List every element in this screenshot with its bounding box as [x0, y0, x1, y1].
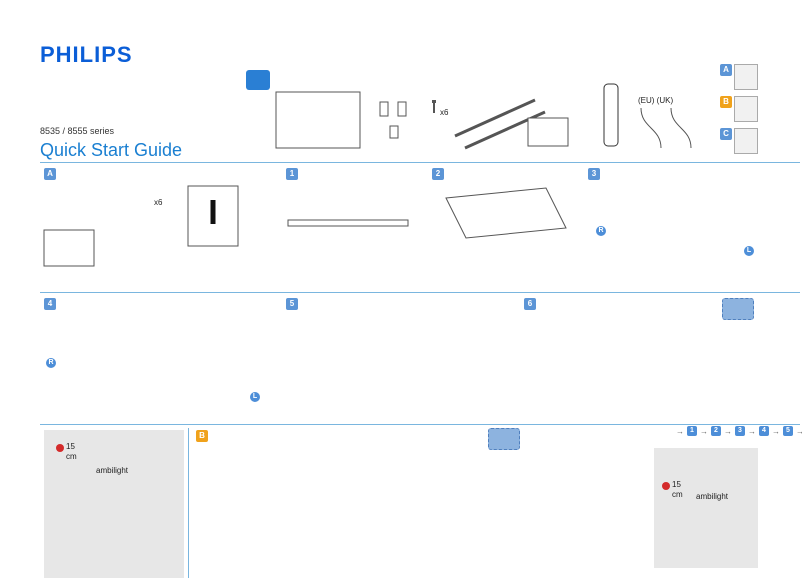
- step-7-distance-dot: [56, 444, 64, 452]
- step-4-left-marker: L: [250, 392, 260, 402]
- sequence-step-3: 3: [735, 426, 745, 436]
- box-lift-illustration: [187, 185, 239, 247]
- step-1-badge: 1: [286, 168, 298, 180]
- screw-icon: [432, 100, 436, 113]
- section-a-badge: A: [44, 168, 56, 180]
- side-tab-b: B: [720, 96, 732, 108]
- step-2-badge: 2: [432, 168, 444, 180]
- step-7-logo: ambilight: [96, 466, 129, 475]
- step-4-right-marker: R: [46, 358, 56, 368]
- step-7-unit: cm: [66, 452, 77, 461]
- final-distance-dot: [662, 482, 670, 490]
- step-7-room: [44, 430, 184, 578]
- step-1-illustration: [287, 219, 409, 227]
- two-person-icon: [722, 298, 754, 320]
- divider-top: [40, 162, 800, 163]
- step-2-illustration: [445, 187, 567, 239]
- manual-illustration: [527, 117, 569, 147]
- brand-logo: PHILIPS: [40, 42, 133, 67]
- series-label: 8535 / 8555 series: [40, 126, 115, 136]
- divider-lower: [40, 424, 800, 425]
- divider-middle: [40, 292, 800, 293]
- power-cords-illustration: [640, 107, 692, 149]
- final-logo: ambilight: [696, 492, 729, 501]
- step-3-left-marker: L: [744, 246, 754, 256]
- divider-vertical-b: [188, 428, 189, 578]
- side-tab-a: A: [720, 64, 732, 76]
- step-5-badge: 5: [286, 298, 298, 310]
- section-b-two-person-icon: [488, 428, 520, 450]
- sequence-step-5: 5: [783, 426, 793, 436]
- plug-labels: (EU) (UK): [638, 96, 674, 105]
- step-4-badge: 4: [44, 298, 56, 310]
- final-distance: 15: [672, 480, 681, 489]
- tv-panel-illustration: [275, 91, 361, 149]
- sequence-step-4: 4: [759, 426, 769, 436]
- step-6-badge: 6: [524, 298, 536, 310]
- page-title: Quick Start Guide: [40, 140, 183, 160]
- section-b-badge: B: [196, 430, 208, 442]
- sequence-step-1: 1: [687, 426, 697, 436]
- section-a-screw-count: x6: [154, 198, 163, 207]
- side-panel-b: [734, 96, 758, 122]
- side-tab-c: C: [720, 128, 732, 140]
- side-panel-c: [734, 128, 758, 154]
- remote-control-illustration: [603, 83, 619, 147]
- step-3-right-marker: R: [596, 226, 606, 236]
- side-panel-a: [734, 64, 758, 90]
- screw-count: x6: [440, 108, 449, 117]
- final-room: [654, 448, 758, 568]
- final-unit: cm: [672, 490, 683, 499]
- sequence-step-2: 2: [711, 426, 721, 436]
- box-open-icon: [246, 70, 270, 90]
- step-7-distance: 15: [66, 442, 75, 451]
- assembly-sequence: → 1→ 2→ 3→ 4→ 5→ 6: [676, 426, 802, 436]
- stand-feet-illustration: [379, 101, 407, 139]
- step-3-badge: 3: [588, 168, 600, 180]
- unboxing-illustration: [43, 229, 95, 267]
